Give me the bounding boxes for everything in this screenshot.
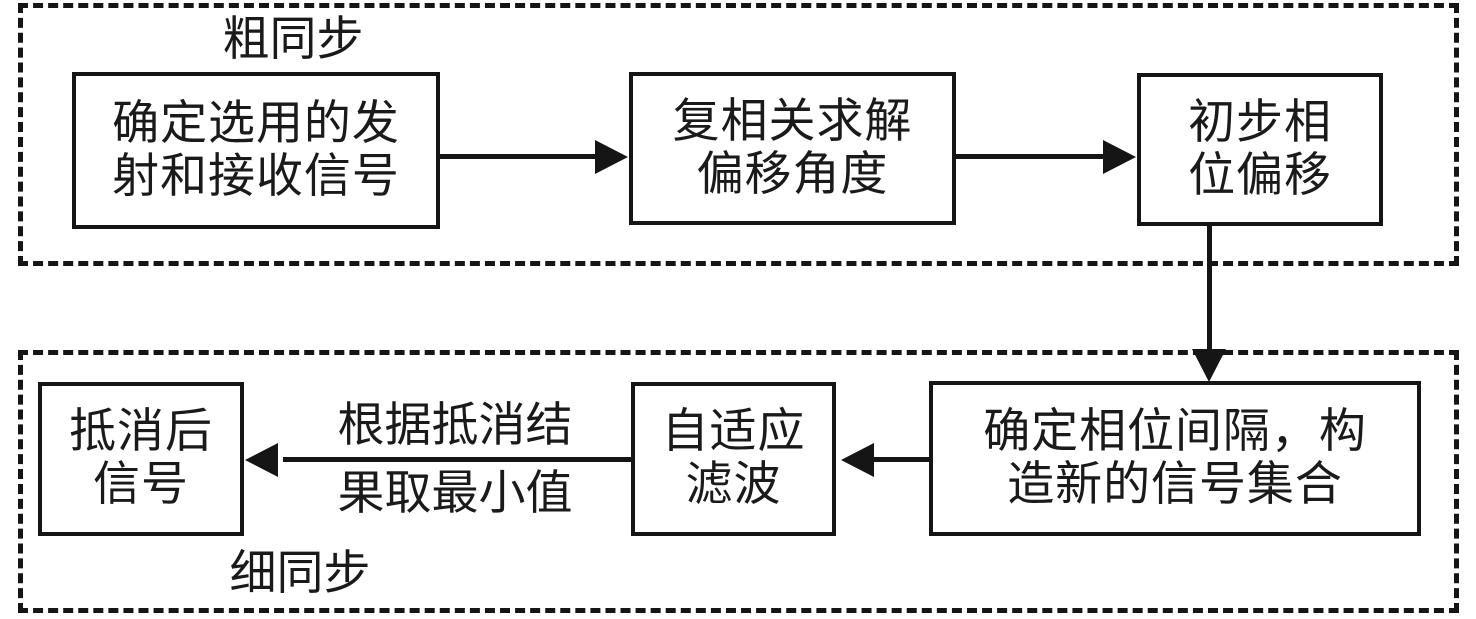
process-box-determine-signals[interactable]: 确定选用的发 射和接收信号	[72, 72, 440, 229]
edge-label-take-minimum-value: 根据抵消结 果取最小值	[337, 398, 573, 522]
process-box-initial-phase-offset[interactable]: 初步相 位偏移	[1137, 73, 1383, 226]
connector-signals-to-correlation	[440, 154, 595, 159]
arrowhead-left-icon	[245, 443, 278, 477]
group-fine-synchronization-label: 细同步	[229, 546, 371, 601]
process-box-adaptive-filtering[interactable]: 自适应 滤波	[631, 382, 836, 536]
arrowhead-right-icon	[595, 140, 628, 174]
group-coarse-synchronization-label: 粗同步	[222, 12, 364, 67]
arrowhead-right-icon	[1103, 140, 1136, 174]
group-coarse-synchronization	[18, 3, 1459, 266]
process-box-cancelled-signal[interactable]: 抵消后 信号	[38, 382, 244, 536]
process-box-complex-correlation[interactable]: 复相关求解 偏移角度	[629, 72, 956, 225]
connector-initial-offset-to-phase-interval	[1207, 226, 1212, 355]
group-fine-synchronization	[18, 350, 1459, 613]
connector-adaptive-filter-to-cancelled-signal	[283, 457, 633, 462]
process-box-phase-interval-new-signal-set[interactable]: 确定相位间隔，构 造新的信号集合	[929, 381, 1421, 536]
arrowhead-left-icon	[841, 443, 874, 477]
connector-phase-interval-to-adaptive-filter	[874, 457, 931, 462]
connector-correlation-to-initial-offset	[956, 154, 1103, 159]
